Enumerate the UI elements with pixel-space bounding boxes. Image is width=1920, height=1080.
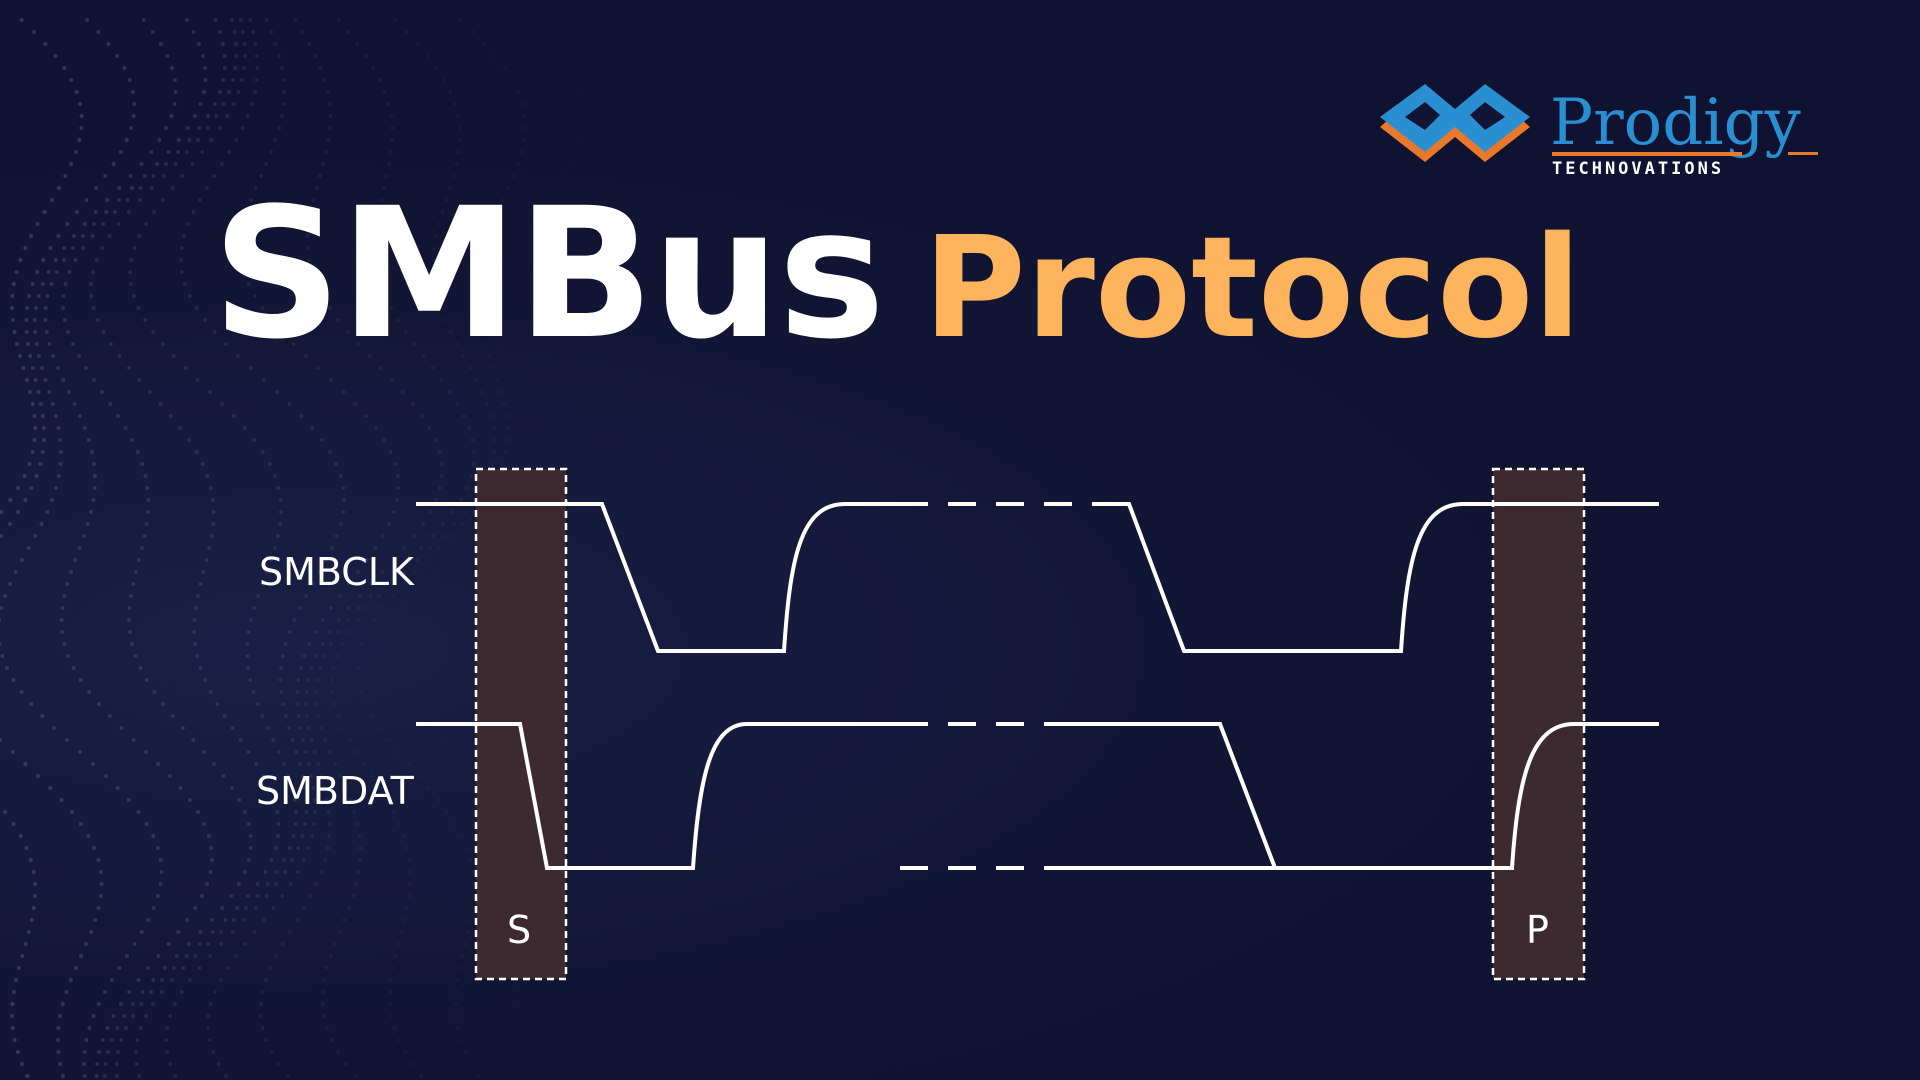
prodigy-logo: Prodigy TECHNOVATIONS: [1380, 82, 1840, 186]
logo-tagline: TECHNOVATIONS: [1552, 159, 1724, 179]
smbdat-waveform-2: [1070, 722, 1659, 870]
smbclk-waveform-2: [1100, 502, 1659, 653]
title-protocol: Protocol: [923, 207, 1582, 370]
smbdat-label: SMBDAT: [256, 769, 414, 813]
smbclk-waveform: [416, 502, 900, 653]
smbdat-waveform: [416, 722, 900, 870]
logo-name: Prodigy: [1550, 86, 1801, 160]
smbclk-label: SMBCLK: [259, 550, 414, 594]
infinity-logo-icon: Prodigy TECHNOVATIONS: [1380, 84, 1818, 179]
start-marker: S: [507, 908, 532, 952]
stop-marker: P: [1526, 908, 1549, 952]
title-smbus: SMBus: [212, 170, 885, 379]
